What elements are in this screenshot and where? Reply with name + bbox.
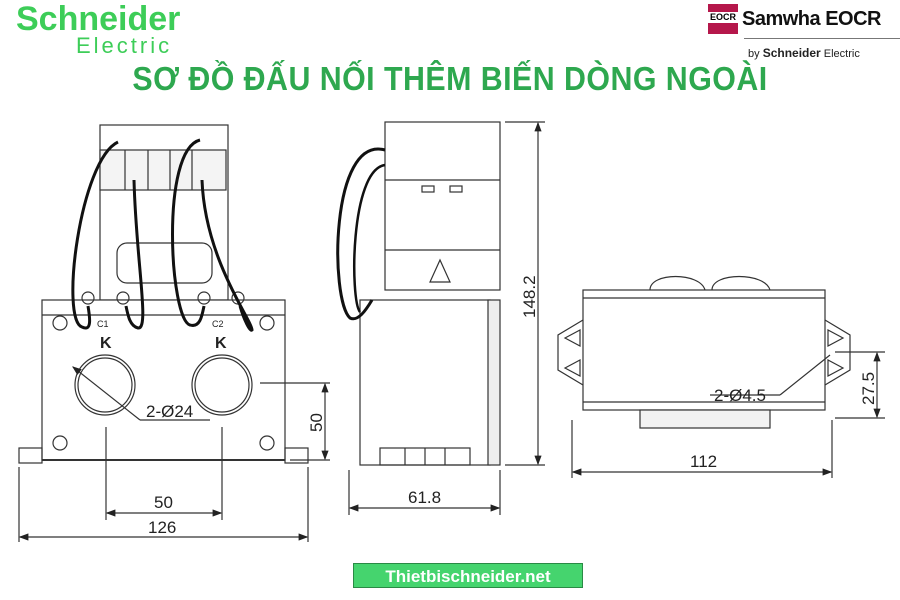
logo-text-schneider: Schneider [16, 0, 181, 38]
hole-diameter-dim: 2-Ø24 [146, 402, 193, 421]
front-view [18, 124, 330, 542]
page-title: SƠ ĐỒ ĐẤU NỐI THÊM BIẾN DÒNG NGOÀI [132, 60, 768, 97]
eocr-badge-text: EOCR [708, 12, 738, 23]
k-mark-left: K [100, 335, 112, 352]
mount-hole-dim: 2-Ø4.5 [714, 386, 766, 405]
front-height-dim: 50 [307, 413, 326, 432]
terminal-label-c2: C2 [212, 319, 224, 329]
hole-spacing-dim: 50 [154, 493, 173, 512]
side-depth-dim: 61.8 [408, 488, 441, 507]
k-mark-right: K [215, 335, 227, 352]
schneider-electric-logo: Schneider Electric [16, 0, 181, 58]
by-brand: Schneider [762, 46, 821, 60]
bottom-view [557, 275, 885, 478]
side-height-dim: 148.2 [520, 275, 539, 318]
website-link[interactable]: Thietbischneider.net [353, 563, 583, 588]
offset-dim: 27.5 [859, 372, 878, 405]
eocr-badge: EOCR [708, 4, 738, 34]
samwha-eocr-logo: EOCR Samwha EOCR by Schneider Electric [708, 4, 900, 60]
logo-text-electric: Electric [76, 33, 173, 58]
eocr-by-line: by Schneider Electric [748, 46, 860, 60]
bottom-width-dim: 112 [690, 452, 717, 471]
divider [744, 38, 900, 39]
by-text: by [748, 48, 760, 60]
front-width-dim: 126 [148, 518, 176, 537]
side-view [336, 121, 545, 515]
by-brand2: Electric [823, 48, 860, 60]
terminal-label-c1: C1 [97, 319, 109, 329]
eocr-name: Samwha EOCR [742, 8, 881, 30]
